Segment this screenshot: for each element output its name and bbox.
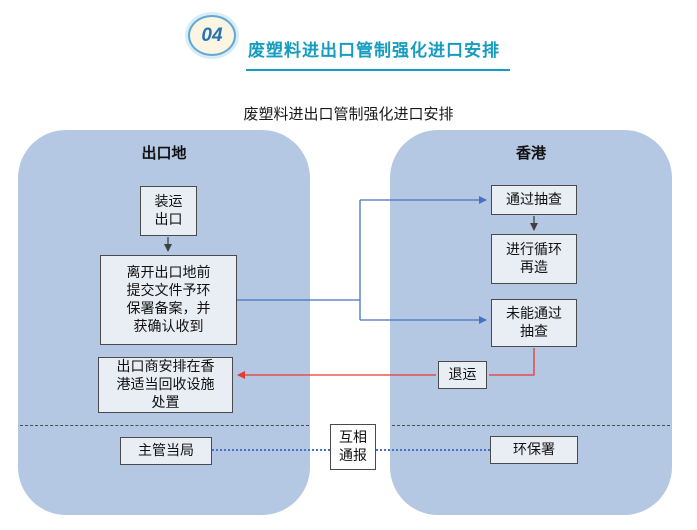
node-return-shipment: 退运 xyxy=(438,361,487,389)
node-fail-inspection: 未能通过抽查 xyxy=(491,299,577,347)
right-panel-divider xyxy=(392,425,670,426)
node-submit-documents: 离开出口地前提交文件予环保署备案，并获确认收到 xyxy=(100,255,237,345)
node-mutual-notification: 互相通报 xyxy=(330,424,376,470)
badge-number: 04 xyxy=(201,24,223,46)
left-panel-divider xyxy=(20,425,309,426)
node-pass-inspection: 通过抽查 xyxy=(491,185,577,215)
notify-dotted-line-left xyxy=(212,449,330,451)
section-number-badge: 04 xyxy=(188,15,236,56)
node-epd: 环保署 xyxy=(490,436,578,464)
section-title: 废塑料进出口管制强化进口安排 xyxy=(246,36,510,71)
hongkong-panel-title: 香港 xyxy=(515,145,546,162)
node-recycling: 进行循环再造 xyxy=(491,234,577,284)
diagram-title: 废塑料进出口管制强化进口安排 xyxy=(243,106,454,123)
node-exporter-arrange-disposal: 出口商安排在香港适当回收设施处置 xyxy=(98,357,233,413)
notify-dotted-line-right xyxy=(376,449,490,451)
node-shipment-export: 装运出口 xyxy=(140,186,197,236)
export-panel-title: 出口地 xyxy=(141,145,187,162)
node-competent-authority: 主管当局 xyxy=(120,437,212,465)
